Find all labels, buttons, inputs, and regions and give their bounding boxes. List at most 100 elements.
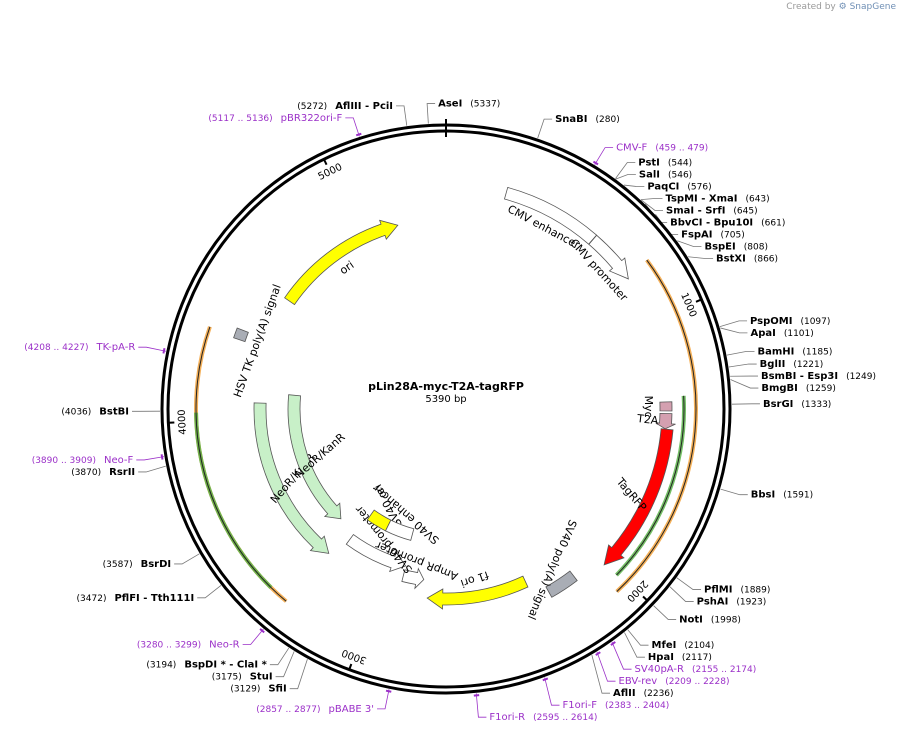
label-part: (1259) [806,384,836,394]
feature-myc[interactable] [659,401,673,412]
tick-mark [642,595,649,602]
feature-ori[interactable] [284,219,399,306]
primer-label-pbr322ori-f[interactable]: (5117 .. 5136)pBR322ori-F [208,113,342,124]
label-part: BspEI [704,241,735,252]
enzyme-label-bspdi-clai[interactable]: (3194)BspDI * - ClaI * [146,660,267,671]
feature-sv40-enhancer[interactable] [385,519,415,541]
primer-label-neo-r[interactable]: (3280 .. 3299)Neo-R [137,640,240,651]
leader-bsrdi [174,553,200,565]
enzyme-label-bspei[interactable]: BspEI (808) [704,241,768,252]
enzyme-label-fspai[interactable]: FspAI(705) [681,229,745,240]
leader-neo-r [242,628,264,645]
feature-tagrfp[interactable] [603,428,674,566]
feature-sv40-ori[interactable] [366,509,392,532]
feature-hsv-tk-polya[interactable] [233,327,249,343]
feature-sv40-promoter[interactable] [345,534,407,573]
label-part: StuI [250,672,273,683]
primer-mark-f1ori-r [473,694,480,697]
primer-label-pbabe-3[interactable]: (2857 .. 2877)pBABE 3' [256,704,374,715]
feature-neor-kanr-inner[interactable] [253,402,330,554]
enzyme-label-bbsi[interactable]: BbsI(1591) [751,490,813,501]
enzyme-label-mfei[interactable]: MfeI(2104) [652,640,715,651]
snapgene-credit: Created by ⚙ SnapGene [786,2,896,12]
enzyme-label-bglii[interactable]: BglII(1221) [760,359,824,370]
plasmid-name: pLin28A-myc-T2A-tagRFP [368,380,524,393]
label-part: BsmBI - Esp3I [761,371,838,382]
enzyme-label-bsrgi[interactable]: BsrGI(1333) [763,399,831,410]
enzyme-label-bstxi[interactable]: BstXI(866) [716,253,778,264]
enzyme-label-sfii[interactable]: (3129)SfiI [230,684,286,695]
plasmid-center-label: pLin28A-myc-T2A-tagRFP 5390 bp [368,380,524,405]
enzyme-label-noti[interactable]: NotI(1998) [679,614,741,625]
label-leader-lines [132,103,760,718]
enzyme-label-aflii[interactable]: AflII(2236) [613,688,674,699]
feature-f1-ori[interactable] [426,575,529,610]
label-part: (1333) [801,400,831,410]
label-part: (1101) [784,329,814,339]
label-part: BmgBI [761,383,798,394]
primer-label-f1ori-f[interactable]: F1ori-F(2383 .. 2404) [563,700,670,711]
tick-label: 1000 [678,291,698,319]
enzyme-label-smai-srfi[interactable]: SmaI - SrfI(645) [666,205,758,216]
enzyme-label-snabi[interactable]: SnaBI(280) [555,114,620,125]
enzyme-label-pspomi[interactable]: PspOMI(1097) [750,316,830,327]
label-part: BbvCI - Bpu10I [670,217,753,228]
feature-t2a[interactable] [655,412,676,430]
label-part: PstI [638,157,660,168]
enzyme-label-stui[interactable]: (3175)StuI [212,672,273,683]
tick-label: 5000 [316,162,344,183]
enzyme-label-apai[interactable]: ApaI(1101) [750,328,813,339]
enzyme-label-bamhi[interactable]: BamHI(1185) [758,346,833,357]
enzyme-label-bsrdi[interactable]: (3587)BsrDI [103,559,171,570]
enzyme-label-bbvci-bpu10i[interactable]: BbvCI - Bpu10I(661) [670,217,785,228]
enzyme-label-tspmi-xmai[interactable]: TspMI - XmaI(643) [665,193,769,204]
enzyme-label-pflfi-tth111i[interactable]: (3472)PflFI - Tth111I [77,593,195,604]
enzyme-label-psti[interactable]: PstI(544) [638,157,692,168]
enzyme-label-hpai[interactable]: HpaI(2117) [648,652,712,663]
enzyme-label-bstbi[interactable]: (4036)BstBI [61,406,129,417]
label-part: (2857 .. 2877) [256,705,320,715]
enzyme-label-rsrii[interactable]: (3870)RsrII [71,467,135,478]
label-part: BamHI [758,346,795,357]
credit-brand: SnapGene [849,2,896,12]
feature-ampr-promoter[interactable] [401,567,425,590]
label-part: Neo-R [209,640,240,651]
label-part: (4208 .. 4227) [24,343,88,353]
enzyme-label-pflmi[interactable]: PflMI(1889) [704,585,770,596]
feature-neor-kanr-mid[interactable] [287,394,342,520]
primer-label-ebv-rev[interactable]: EBV-rev(2209 .. 2228) [619,676,730,687]
feature-cmv-promoter[interactable] [588,234,629,280]
enzyme-label-asei[interactable]: AseI(5337) [438,99,500,110]
leader-bspei [677,240,702,247]
leader-pflmi [676,577,702,590]
feature-sv40-polya[interactable] [545,570,578,598]
enzyme-label-bsmbi-esp3i[interactable]: BsmBI - Esp3I(1249) [761,371,876,382]
label-part: (3194) [146,661,176,671]
leader-stui [275,651,295,678]
leader-apai [720,327,748,334]
leader-f1ori-r [475,693,487,718]
label-part: (3129) [230,685,260,695]
label-part: (2209 .. 2228) [665,677,729,687]
primer-mark-neo-r [259,628,265,634]
enzyme-label-afliii-pcii[interactable]: (5272)AflIII - PciI [297,101,393,112]
enzyme-label-paqci[interactable]: PaqCI(576) [647,181,711,192]
label-part: TspMI - XmaI [665,193,737,204]
label-part: (808) [744,242,768,252]
enzyme-label-pshai[interactable]: PshAI(1923) [697,597,767,608]
enzyme-label-bmgbi[interactable]: BmgBI (1259) [761,383,835,394]
label-part: SnaBI [555,114,587,125]
leader-sfii [289,659,308,690]
primer-mark-sv40pa-r [610,641,616,646]
enzyme-label-sali[interactable]: SalI(546) [639,169,692,180]
primer-label-neo-f[interactable]: (3890 .. 3909)Neo-F [32,455,134,466]
primer-label-f1ori-r[interactable]: F1ori-R(2595 .. 2614) [489,712,597,723]
label-part: SV40pA-R [635,664,684,675]
label-part: (4036) [61,407,91,417]
leader-bbsi [720,488,748,496]
primer-label-sv40pa-r[interactable]: SV40pA-R(2155 .. 2174) [635,664,757,675]
label-part: BbsI [751,490,775,501]
primer-label-cmv-f[interactable]: CMV-F(459 .. 479) [616,143,708,154]
label-part: CMV-F [616,143,647,154]
primer-label-tk-pa-r[interactable]: (4208 .. 4227)TK-pA-R [24,342,135,353]
